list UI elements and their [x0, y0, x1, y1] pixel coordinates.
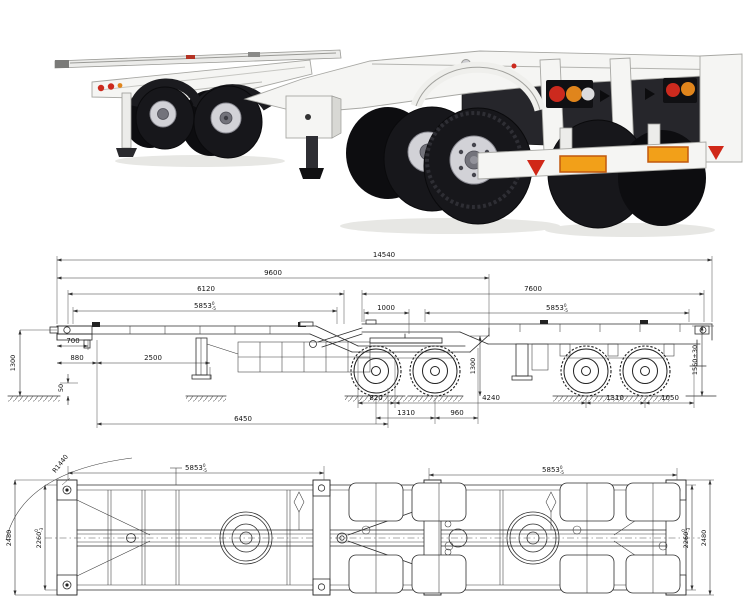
- dim-7600: 7600: [524, 285, 542, 293]
- warning-triangle: [708, 146, 724, 160]
- marker-light-amber: [117, 83, 123, 88]
- plan-tires-axles: [348, 482, 681, 594]
- rear-reflector: [559, 155, 607, 173]
- dim-height-front-1300: 1300: [9, 355, 17, 372]
- rear-reflector: [647, 146, 689, 163]
- tail-light-red: [549, 86, 565, 102]
- dim-1310-front: 1310: [397, 409, 415, 417]
- plan-view-dimensions: R1440 58530-5 58530-5 22600-3 2480 22600…: [5, 453, 714, 596]
- rear-trailer-illustration: [243, 50, 743, 229]
- dim-total-length: 14540: [373, 251, 395, 259]
- marker-light-red: [107, 83, 115, 90]
- dim-2480-right: 2480: [700, 530, 708, 547]
- dim-2260-right: 22600-3: [681, 527, 691, 548]
- marker-light-red: [97, 84, 105, 92]
- dim-2260-left: 22600-3: [34, 527, 44, 548]
- dim-r1440: R1440: [51, 453, 70, 475]
- extension-lines: [20, 256, 714, 428]
- side-view-wheels: [350, 345, 671, 397]
- dim-5853-rear: 58530-5: [546, 303, 568, 313]
- tail-light-red: [666, 83, 680, 97]
- dim-6120: 6120: [197, 285, 215, 293]
- dim-9600: 9600: [264, 269, 282, 277]
- dim-2500: 2500: [144, 354, 162, 362]
- dim-700: 700: [66, 337, 79, 345]
- dim-height-rear-1560: 1560±30: [691, 345, 699, 375]
- plan-spare-wheels: [219, 511, 560, 565]
- dim-1310-rear: 1310: [606, 394, 624, 402]
- dim-height-mid-1300: 1300: [469, 358, 477, 375]
- dim-4240: 4240: [482, 394, 500, 402]
- lead-trailer-illustration: [91, 59, 313, 159]
- ground-line: [7, 395, 717, 402]
- tail-light-white: [581, 87, 595, 101]
- side-view-dimensions: 14540 9600 6120 58530-5 7600 58530-5 100…: [9, 251, 713, 426]
- dim-5853-plan-right: 58530-5: [542, 465, 564, 475]
- dim-5853-front: 58530-5: [194, 301, 216, 311]
- tail-light-amber: [566, 86, 582, 102]
- dim-960: 960: [450, 409, 463, 417]
- warning-triangle: [527, 160, 545, 176]
- dim-1050: 1050: [661, 394, 679, 402]
- trailer-photo: [54, 49, 743, 237]
- dim-6450: 6450: [234, 415, 252, 423]
- dim-820: 820: [369, 394, 382, 402]
- dim-5853-plan-left: 58530-5: [185, 463, 207, 473]
- side-view-drawing: 14540 9600 6120 58530-5 7600 58530-5 100…: [7, 251, 717, 428]
- dim-880: 880: [70, 354, 83, 362]
- dim-2480-left: 2480: [5, 530, 13, 547]
- dim-1000: 1000: [377, 304, 395, 312]
- deck-marker-light: [511, 63, 517, 69]
- plan-view-drawing: R1440 58530-5 58530-5 22600-3 2480 22600…: [5, 453, 714, 596]
- tail-light-amber: [681, 82, 695, 96]
- drawbar-illustration: [54, 49, 342, 69]
- side-lead-trailer-outline: [49, 321, 490, 380]
- dim-clearance-50: 50: [57, 384, 65, 392]
